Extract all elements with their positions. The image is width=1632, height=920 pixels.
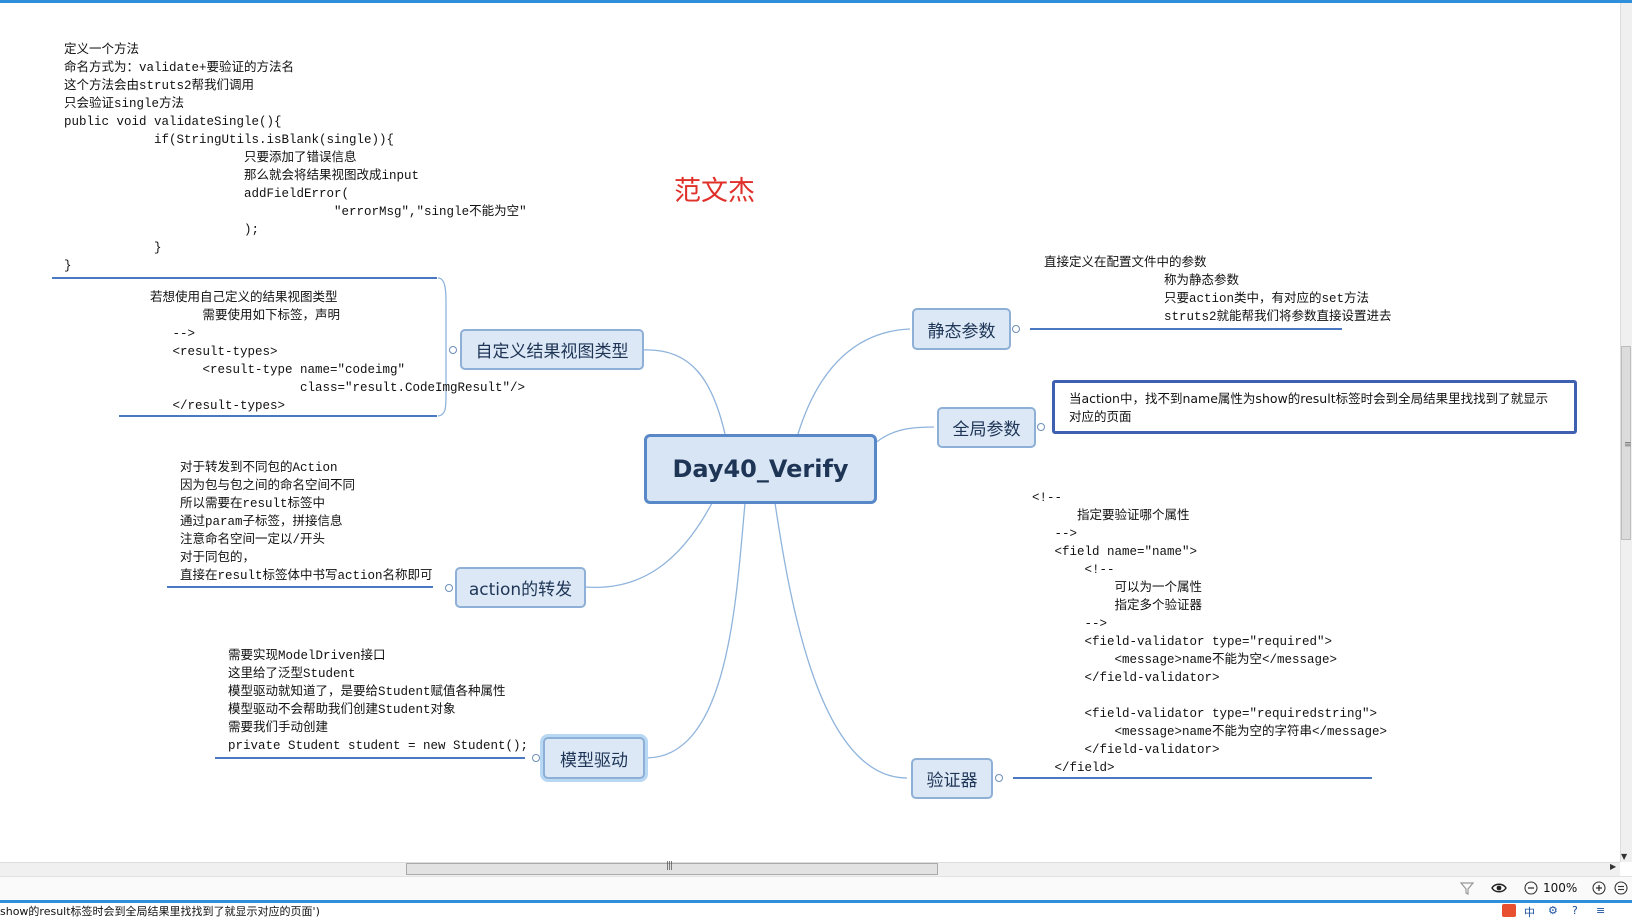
note-model-driven[interactable]: 需要实现ModelDriven接口 这里给了泛型Student 模型驱动就知道了… [228, 649, 529, 753]
scroll-grip-icon: ||| [666, 861, 673, 871]
bottom-editor-text: show的result标签时会到全局结果里找找到了就显示对应的页面') [0, 905, 320, 918]
note-static-params[interactable]: 直接定义在配置文件中的参数 称为静态参数 只要action类中，有对应的set方… [1044, 256, 1392, 324]
zoom-level: 100% [1543, 881, 1578, 895]
status-bar [0, 876, 1632, 901]
note-global-params[interactable]: 当action中，找不到name属性为show的result标签时会到全局结果里… [1052, 380, 1577, 434]
note-validator[interactable]: <!-- 指定要验证哪个属性 --> <field name="name"> <… [1032, 491, 1388, 775]
eye-icon[interactable] [1490, 879, 1508, 897]
collapse-toggle-custom-result[interactable] [449, 346, 457, 354]
vertical-scroll-thumb[interactable] [1621, 346, 1631, 540]
top-accent-bar [0, 0, 1632, 3]
mindmap-canvas[interactable]: 范文杰 Day40_Verify 自定义结果视图类型 action的转发 模型驱… [0, 3, 1620, 862]
topic-global-params[interactable]: 全局参数 [937, 407, 1036, 448]
tray-app-icon[interactable] [1502, 904, 1516, 917]
collapse-toggle-global-params[interactable] [1037, 423, 1045, 431]
note-custom-result[interactable]: 若想使用自己定义的结果视图类型 需要使用如下标签，声明 --> <result-… [150, 291, 526, 413]
scroll-grip-icon: ≡ [1624, 440, 1632, 450]
topic-custom-result-type[interactable]: 自定义结果视图类型 [460, 329, 644, 370]
topic-static-params[interactable]: 静态参数 [912, 308, 1011, 350]
collapse-toggle-validator[interactable] [995, 774, 1003, 782]
scroll-right-arrow-icon[interactable]: ▶ [1610, 862, 1617, 871]
author-label[interactable]: 范文杰 [674, 176, 755, 207]
zoom-out-icon[interactable] [1522, 879, 1540, 897]
filter-icon[interactable] [1458, 879, 1476, 897]
collapse-toggle-forward[interactable] [445, 584, 453, 592]
tray-help-icon[interactable]: ? [1572, 904, 1578, 917]
link-global-params [873, 426, 935, 445]
window-divider [0, 900, 1632, 903]
collapse-toggle-static-params[interactable] [1012, 325, 1020, 333]
tray-settings-icon[interactable]: ⚙ [1548, 904, 1558, 917]
fit-view-icon[interactable] [1612, 879, 1630, 897]
topic-model-driven[interactable]: 模型驱动 [543, 737, 645, 779]
tray-menu-icon[interactable]: ≡ [1596, 904, 1606, 917]
central-topic[interactable]: Day40_Verify [644, 434, 877, 504]
note-validate-method[interactable]: 定义一个方法 命名方式为：validate+要验证的方法名 这个方法会由stru… [64, 43, 527, 273]
link-forward [584, 502, 713, 589]
connector-lines [52, 277, 1372, 779]
zoom-in-icon[interactable] [1590, 879, 1608, 897]
topic-action-forward[interactable]: action的转发 [455, 567, 586, 608]
link-model-driven [645, 502, 746, 759]
link-validator [774, 502, 908, 779]
collapse-toggle-model-driven[interactable] [532, 754, 540, 762]
topic-validator[interactable]: 验证器 [911, 758, 993, 799]
link-custom-result [642, 349, 726, 435]
ime-indicator[interactable]: 中 [1524, 906, 1535, 919]
bracket-custom-result [437, 277, 447, 417]
bottom-text-strip [0, 903, 1632, 917]
horizontal-scroll-thumb[interactable] [406, 863, 938, 875]
scroll-down-arrow-icon[interactable]: ▼ [1621, 852, 1628, 861]
note-forward[interactable]: 对于转发到不同包的Action 因为包与包之间的命名空间不同 所以需要在resu… [180, 461, 433, 583]
link-static-params [797, 328, 911, 435]
